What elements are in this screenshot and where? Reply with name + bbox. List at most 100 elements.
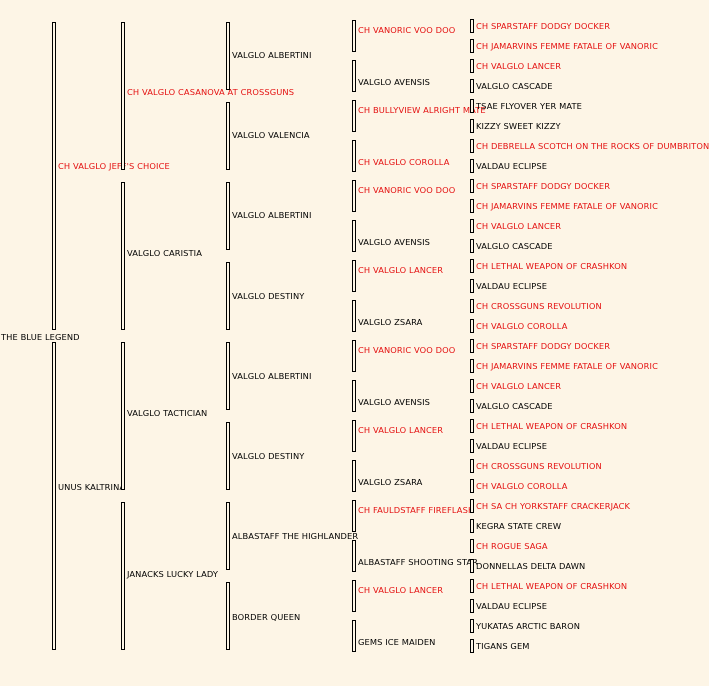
gen4-bracket [352, 540, 356, 572]
gen3-bracket [226, 342, 230, 410]
gen5-bracket [470, 499, 474, 513]
dog-name-gen4[interactable]: CH VANORIC VOO DOO [358, 345, 456, 355]
dog-name-gen5[interactable]: CH JAMARVINS FEMME FATALE OF VANORIC [476, 200, 658, 211]
dog-name-gen5[interactable]: CH CROSSGUNS REVOLUTION [476, 460, 602, 471]
dog-name-gen5[interactable]: CH LETHAL WEAPON OF CRASHKON [476, 580, 628, 591]
dog-name-gen5[interactable]: VALDAU ECLIPSE [476, 160, 548, 171]
gen5-bracket [470, 619, 474, 633]
dog-name-gen5[interactable]: CH VALGLO LANCER [476, 60, 562, 71]
dog-name-gen5[interactable]: VALGLO CASCADE [476, 80, 553, 91]
dog-name-gen5[interactable]: CH VALGLO COROLLA [476, 480, 568, 491]
gen5-bracket [470, 79, 474, 93]
dog-name-gen3[interactable]: VALGLO VALENCIA [232, 130, 310, 140]
dog-name-gen5[interactable]: DONNELLAS DELTA DAWN [476, 560, 586, 571]
gen5-bracket [470, 639, 474, 653]
dog-name-gen5[interactable]: VALDAU ECLIPSE [476, 440, 548, 451]
gen4-bracket [352, 300, 356, 332]
dog-name-gen4[interactable]: CH FAULDSTAFF FIREFLASH [358, 505, 475, 515]
gen4-bracket [352, 220, 356, 252]
dog-name-gen5[interactable]: TIGANS GEM [476, 640, 530, 651]
dog-name-gen4[interactable]: VALGLO AVENSIS [358, 77, 431, 87]
gen5-bracket [470, 179, 474, 193]
dog-name-gen4[interactable]: VALGLO ZSARA [358, 317, 423, 327]
dog-name-gen2[interactable]: VALGLO CARISTIA [127, 248, 203, 258]
gen4-bracket [352, 420, 356, 452]
dog-name-gen5[interactable]: CH SPARSTAFF DODGY DOCKER [476, 340, 611, 351]
dog-name-gen1[interactable]: CH VALGLO JEFF'S CHOICE [58, 161, 170, 171]
dog-name-gen4[interactable]: CH VANORIC VOO DOO [358, 25, 456, 35]
dog-name-gen3[interactable]: VALGLO DESTINY [232, 451, 305, 461]
dog-name-gen3[interactable]: VALGLO DESTINY [232, 291, 305, 301]
dog-name-gen5[interactable]: CH SA CH YORKSTAFF CRACKERJACK [476, 500, 631, 511]
dog-name-gen2[interactable]: JANACKS LUCKY LADY [127, 569, 219, 579]
gen5-bracket [470, 299, 474, 313]
dog-name-gen5[interactable]: VALGLO CASCADE [476, 240, 553, 251]
dog-name-gen5[interactable]: CH CROSSGUNS REVOLUTION [476, 300, 602, 311]
gen5-bracket [470, 119, 474, 133]
gen5-bracket [470, 359, 474, 373]
gen5-bracket [470, 339, 474, 353]
gen5-bracket [470, 259, 474, 273]
gen4-bracket [352, 620, 356, 652]
gen5-bracket [470, 419, 474, 433]
dog-name-gen4[interactable]: CH VALGLO LANCER [358, 585, 444, 595]
dog-name-gen5[interactable]: CH LETHAL WEAPON OF CRASHKON [476, 260, 628, 271]
dog-name-gen5[interactable]: VALDAU ECLIPSE [476, 600, 548, 611]
dog-name-gen4[interactable]: VALGLO AVENSIS [358, 397, 431, 407]
dog-name-gen5[interactable]: CH SPARSTAFF DODGY DOCKER [476, 20, 611, 31]
gen3-bracket [226, 582, 230, 650]
gen4-bracket [352, 580, 356, 612]
gen4-bracket [352, 260, 356, 292]
gen2-bracket [121, 22, 125, 170]
dog-name-gen3[interactable]: VALGLO ALBERTINI [232, 371, 312, 381]
dog-name-gen3[interactable]: VALGLO ALBERTINI [232, 210, 312, 220]
gen3-bracket [226, 102, 230, 170]
dog-name-gen5[interactable]: TSAE FLYOVER YER MATE [476, 100, 582, 111]
gen1-bracket [52, 22, 56, 330]
gen3-bracket [226, 22, 230, 90]
dog-name-gen5[interactable]: CH VALGLO LANCER [476, 380, 562, 391]
dog-name-gen3[interactable]: VALGLO ALBERTINI [232, 50, 312, 60]
dog-name-gen5[interactable]: VALGLO CASCADE [476, 400, 553, 411]
dog-name-gen4[interactable]: CH BULLYVIEW ALRIGHT MATE [358, 105, 486, 115]
gen3-bracket [226, 182, 230, 250]
dog-name-gen5[interactable]: VALDAU ECLIPSE [476, 280, 548, 291]
gen5-bracket [470, 559, 474, 573]
dog-name-gen4[interactable]: ALBASTAFF SHOOTING STAR [358, 557, 478, 567]
dog-name-gen5[interactable]: KIZZY SWEET KIZZY [476, 120, 561, 131]
dog-name-gen4[interactable]: VALGLO ZSARA [358, 477, 423, 487]
dog-name-gen5[interactable]: CH VALGLO COROLLA [476, 320, 568, 331]
dog-name-gen4[interactable]: CH VALGLO LANCER [358, 265, 444, 275]
dog-name-gen5[interactable]: YUKATAS ARCTIC BARON [476, 620, 581, 631]
gen5-bracket [470, 479, 474, 493]
gen1-bracket [52, 342, 56, 650]
gen3-bracket [226, 262, 230, 330]
dog-name-gen5[interactable]: CH SPARSTAFF DODGY DOCKER [476, 180, 611, 191]
dog-name-gen4[interactable]: GEMS ICE MAIDEN [358, 637, 436, 647]
dog-name-gen4[interactable]: CH VANORIC VOO DOO [358, 185, 456, 195]
dog-name-gen5[interactable]: CH DEBRELLA SCOTCH ON THE ROCKS OF DUMBR… [476, 140, 709, 151]
dog-name-gen5[interactable]: CH VALGLO LANCER [476, 220, 562, 231]
dog-name-gen4[interactable]: CH VALGLO LANCER [358, 425, 444, 435]
gen4-bracket [352, 340, 356, 372]
gen5-bracket [470, 99, 474, 113]
dog-name-gen5[interactable]: KEGRA STATE CREW [476, 520, 562, 531]
gen5-bracket [470, 519, 474, 533]
dog-name-gen3[interactable]: ALBASTAFF THE HIGHLANDER [232, 531, 359, 541]
dog-name-gen5[interactable]: CH LETHAL WEAPON OF CRASHKON [476, 420, 628, 431]
dog-name-gen5[interactable]: CH JAMARVINS FEMME FATALE OF VANORIC [476, 360, 658, 371]
dog-name-subject[interactable]: THE BLUE LEGEND [1, 332, 80, 342]
dog-name-gen4[interactable]: CH VALGLO COROLLA [358, 157, 450, 167]
gen3-bracket [226, 422, 230, 490]
dog-name-gen2[interactable]: VALGLO TACTICIAN [127, 408, 208, 418]
dog-name-gen5[interactable]: CH ROGUE SAGA [476, 540, 548, 551]
gen5-bracket [470, 219, 474, 233]
gen5-bracket [470, 19, 474, 33]
dog-name-gen4[interactable]: VALGLO AVENSIS [358, 237, 431, 247]
dog-name-gen3[interactable]: BORDER QUEEN [232, 612, 301, 622]
gen5-bracket [470, 59, 474, 73]
dog-name-gen1[interactable]: UNUS KALTRINA [58, 482, 126, 492]
dog-name-gen2[interactable]: CH VALGLO CASANOVA AT CROSSGUNS [127, 87, 295, 97]
gen2-bracket [121, 182, 125, 330]
dog-name-gen5[interactable]: CH JAMARVINS FEMME FATALE OF VANORIC [476, 40, 658, 51]
